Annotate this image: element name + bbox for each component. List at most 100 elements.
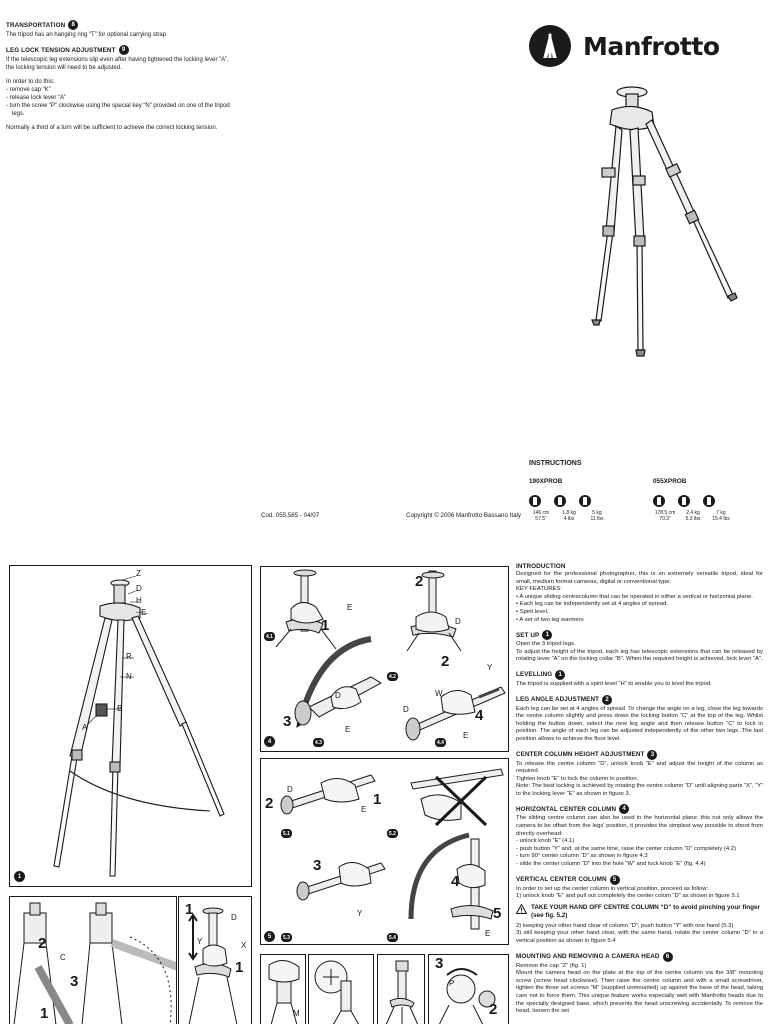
mounting-text: Remove the cap “Z” (fig. 1) — [516, 962, 587, 969]
transport-heading: TRANSPORTATION 8 — [6, 20, 258, 30]
intro-heading: INTRODUCTION — [516, 563, 566, 570]
levelling-text: The tripod is supplied with a spirit lev… — [516, 680, 712, 687]
figure-7-drawing — [438, 968, 496, 1024]
sub-figure-badge: 4.1 — [264, 632, 275, 641]
label-n: N — [126, 672, 132, 681]
setup-text: Open the 3 tripod legs. — [516, 641, 576, 648]
label-d: D — [231, 913, 237, 922]
sub-figure-badge: 5.2 — [387, 829, 398, 838]
vertical-text-2: 1) unlock knob “E” and pull out complete… — [516, 893, 740, 900]
label-d: D — [455, 617, 461, 626]
figure-6a: M — [260, 954, 306, 1024]
height-icon — [529, 495, 541, 507]
center-height-text-2: Tighten knob “E” to lock the column in p… — [516, 775, 639, 782]
logo-wordmark: Manfrotto — [583, 31, 720, 61]
sub-figure-badge: 4.2 — [387, 672, 398, 681]
sub-figure-badge: 4.3 — [313, 738, 324, 747]
figure-3-drawing — [188, 907, 238, 1024]
load-icon — [579, 495, 591, 507]
label-y: Y — [357, 909, 363, 918]
label-d: D — [136, 584, 142, 593]
doc-code: Cod. 055,585 - 04/07 — [261, 512, 320, 519]
label-z: Z — [136, 569, 141, 578]
figure-6c-drawing — [385, 960, 419, 1024]
center-height-text-3: Note: The best locking is achieved by ro… — [516, 783, 763, 797]
label-h: H — [136, 596, 142, 605]
leg-lock-note: Normally a third of a turn will be suffi… — [6, 125, 218, 131]
list-item: • Each leg can be independently set at 4… — [516, 601, 669, 608]
step-2-arrow: 2 — [415, 573, 424, 590]
step-3-arrow: 3 — [313, 857, 322, 874]
height-icon — [653, 495, 665, 507]
vertical-text: In order to set up the center column in … — [516, 885, 709, 892]
leg-lock-heading: LEG LOCK TENSION ADJUSTMENT 9 — [6, 45, 258, 55]
horizontal-text: The sliding centre column can also be us… — [516, 815, 763, 837]
step-number-badge: 2 — [602, 694, 613, 705]
step-4-arrow: 4 — [451, 873, 460, 890]
manfrotto-logo: Manfrotto — [529, 25, 720, 67]
step-number-badge: 9 — [118, 45, 129, 55]
list-item: • A set of two leg warmers — [516, 616, 584, 623]
figure-6b-drawing — [314, 960, 360, 1024]
step-5-arrow: 5 — [493, 905, 502, 922]
label-r: R — [126, 652, 132, 661]
instructions-title: INSTRUCTIONS — [529, 460, 582, 467]
sub-figure-badge: 5.1 — [281, 829, 292, 838]
warning-icon — [516, 903, 527, 914]
model-name: 190XPROB — [529, 478, 563, 485]
right-column-text: INTRODUCTION Designed for the profession… — [516, 563, 763, 1016]
figure-5-drawing — [280, 768, 504, 930]
label-d: D — [287, 785, 293, 794]
figure-4: 1 2 2 3 4 E D Y D W D E E 4.1 4.2 4.3 4.… — [260, 566, 509, 752]
transport-text: The tripod has an hanging ring “T” for o… — [6, 32, 167, 38]
sub-figure-badge: 5.3 — [281, 933, 292, 942]
step-3-arrow: 3 — [283, 713, 292, 730]
warning: TAKE YOUR HAND OFF CENTRE COLUMN “D” to … — [516, 903, 763, 920]
sub-figure-badge: 4.4 — [435, 738, 446, 747]
step-2-arrow: 2 — [265, 795, 274, 812]
figure-6c — [377, 954, 425, 1024]
step-2-arrow: 2 — [38, 935, 47, 952]
step-1-arrow: 1 — [235, 959, 244, 976]
vertical-text-3: 2) keeping your other hand clear of colu… — [516, 922, 734, 929]
figure-badge: 5 — [264, 931, 275, 942]
features-title: KEY FEATURES: — [516, 586, 562, 593]
top-left-text: TRANSPORTATION 8 The tripod has an hangi… — [6, 20, 258, 132]
label-d: D — [403, 705, 409, 714]
label-x: X — [241, 941, 247, 950]
label-b: B — [117, 704, 123, 713]
step-3-arrow: 3 — [435, 955, 444, 972]
figure-5: 1 2 3 4 5 D E Y E 5.1 5.2 5.3 5.4 5 — [260, 758, 509, 945]
model-name: 055XPROB — [653, 478, 687, 485]
figure-7: 3 P 2 — [428, 954, 509, 1024]
figure-6b — [308, 954, 374, 1024]
label-a: A — [82, 723, 88, 732]
step-4-arrow: 4 — [475, 707, 484, 724]
figure-badge: 4 — [264, 736, 275, 747]
figure-6a-drawing — [268, 960, 300, 1024]
label-e: E — [347, 603, 353, 612]
vertical-text-4: 3) still keeping your other hand clear, … — [516, 930, 763, 944]
list-item: - turn 90° center column “D” as shown in… — [516, 853, 648, 860]
step-2-arrow: 1 — [185, 901, 194, 918]
list-item: • Spirit level. — [516, 608, 549, 615]
step-number-badge: 1 — [542, 630, 553, 641]
label-y: Y — [487, 663, 493, 672]
figure-3: 1 D Y X 1 — [178, 896, 252, 1024]
label-p: P — [449, 979, 455, 988]
step-1-arrow: 1 — [40, 1005, 49, 1022]
figure-2-drawing — [13, 902, 176, 1024]
label-e: E — [141, 608, 147, 617]
list-item: - slide the center column “D” into the h… — [516, 861, 706, 868]
list-item: legs. — [12, 111, 25, 117]
